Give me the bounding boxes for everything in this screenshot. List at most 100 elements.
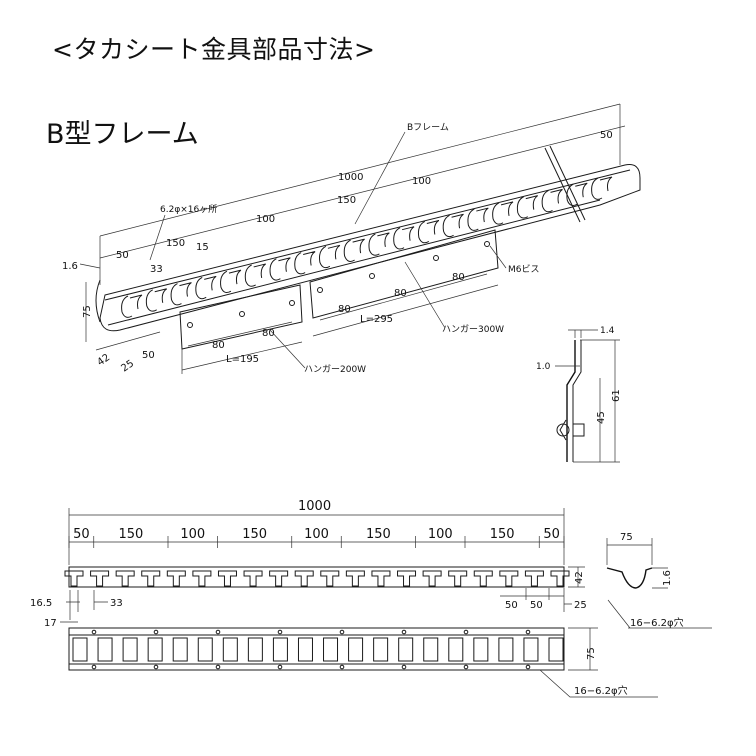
plan-slot <box>373 637 389 662</box>
hanger-200w-plate <box>179 284 303 350</box>
dim-45-label: 45 <box>596 411 607 424</box>
segment-label: 100 <box>428 527 453 542</box>
top-slot <box>499 570 519 587</box>
plan-slot <box>498 637 514 662</box>
holes-top-leader <box>607 599 712 629</box>
top-slot <box>243 570 263 587</box>
frame-hook <box>195 275 217 300</box>
dim-h200-a-label: 80 <box>212 340 225 351</box>
plan-hole <box>153 664 159 670</box>
top-slot <box>448 570 468 587</box>
dim-42-label: 42 <box>95 352 112 368</box>
dim-17-label: 17 <box>44 618 57 629</box>
dim-75-label: 75 <box>82 305 93 318</box>
dim-h200-b-label: 80 <box>262 328 275 339</box>
holes-top-label: 16−6.2φ穴 <box>630 616 684 629</box>
frame-hook <box>269 257 291 281</box>
frame-hook <box>492 201 514 225</box>
top-slot <box>166 570 186 587</box>
plan-hole <box>525 629 531 635</box>
dim-1-4-label: 1.4 <box>600 326 615 336</box>
right-small-dim-lines <box>500 588 572 612</box>
plan-slot <box>398 637 414 662</box>
b-frame-label: Bフレーム <box>407 122 449 133</box>
frame-hook <box>220 269 242 293</box>
frame-hook-slots <box>121 176 613 318</box>
left-small-dim-lines <box>60 590 108 623</box>
plan-slot <box>72 637 88 662</box>
segment-label: 150 <box>366 527 391 542</box>
dim-75-plan-label: 75 <box>586 647 597 660</box>
plan-slot <box>297 637 313 662</box>
dim-25-label: 25 <box>119 358 136 374</box>
frame-left-profile <box>95 279 101 323</box>
frame-top-edge <box>104 169 631 301</box>
dim-h300-c-label: 80 <box>452 272 465 283</box>
side-nut <box>573 423 585 437</box>
frame-hook <box>417 219 440 244</box>
plan-hole <box>339 664 345 670</box>
ortho-top-strip <box>68 566 565 588</box>
frame-hook <box>170 282 192 306</box>
dim-h300-l-label: L=295 <box>360 314 393 325</box>
dim-61-label: 61 <box>611 389 622 402</box>
b-frame-leader <box>354 131 406 225</box>
dim-pitch-c-label: 100 <box>256 214 275 225</box>
dim-overall-line <box>99 103 621 237</box>
plan-hole <box>153 629 159 635</box>
top-slot <box>269 570 289 587</box>
top-slot <box>473 570 493 587</box>
plan-slot <box>473 637 489 662</box>
page-heading: <タカシート金具部品寸法> <box>52 35 376 64</box>
frame-hook <box>467 207 489 231</box>
plan-hole <box>525 664 531 670</box>
frame-hook <box>121 294 143 318</box>
holes-callout-label: 6.2φ×16ヶ所 <box>160 204 217 215</box>
plan-hole <box>91 664 97 670</box>
hanger-200w-hole <box>187 322 193 328</box>
dim-75-top-label: 75 <box>620 532 633 543</box>
hanger-300w-label: ハンガー300W <box>442 324 504 335</box>
plan-hole <box>277 629 283 635</box>
holes-leader <box>149 214 166 261</box>
dim-h200-l-line <box>181 341 303 371</box>
plan-slot <box>222 637 238 662</box>
plan-slot <box>122 637 138 662</box>
dim-h200-80-line <box>187 321 293 347</box>
dim-75-top-lines <box>606 538 653 565</box>
break-line-b <box>549 145 586 221</box>
plan-hole <box>91 629 97 635</box>
hanger-200w-hole <box>289 300 295 306</box>
plan-hole <box>277 664 283 670</box>
plan-hole <box>463 629 469 635</box>
ortho-overall-label: 1000 <box>298 499 331 514</box>
side-bolt-head <box>559 419 567 441</box>
frame-hook <box>368 232 390 256</box>
top-slot <box>550 570 570 587</box>
ortho-segment-ticks <box>68 536 565 548</box>
top-slot <box>371 570 391 587</box>
side-detail-view: 1.4 1.0 45 61 <box>536 326 622 463</box>
dim-33-label: 33 <box>150 264 163 275</box>
frame-bottom-edge <box>107 199 601 326</box>
plan-slot <box>197 637 213 662</box>
ortho-plan-slots <box>72 629 564 670</box>
frame-hook <box>145 288 168 312</box>
dim-1-6-leader <box>79 263 101 269</box>
plan-hole <box>215 664 221 670</box>
segment-label: 150 <box>118 527 143 542</box>
hanger-200w-leader <box>269 329 306 369</box>
plan-slot <box>548 637 564 662</box>
dim-h300-80-line <box>319 273 488 321</box>
ortho-top-slots <box>64 570 570 587</box>
side-bolt-icon <box>556 423 570 437</box>
hanger-200w-hole <box>239 311 245 317</box>
plan-slot <box>247 637 263 662</box>
dim-1-0-label: 1.0 <box>536 362 551 372</box>
segment-label: 50 <box>543 527 560 542</box>
plan-slot <box>97 637 113 662</box>
hanger-300w-hole <box>433 255 439 261</box>
dim-second-line <box>99 125 626 259</box>
break-line-a <box>544 147 581 223</box>
plan-hole <box>401 664 407 670</box>
